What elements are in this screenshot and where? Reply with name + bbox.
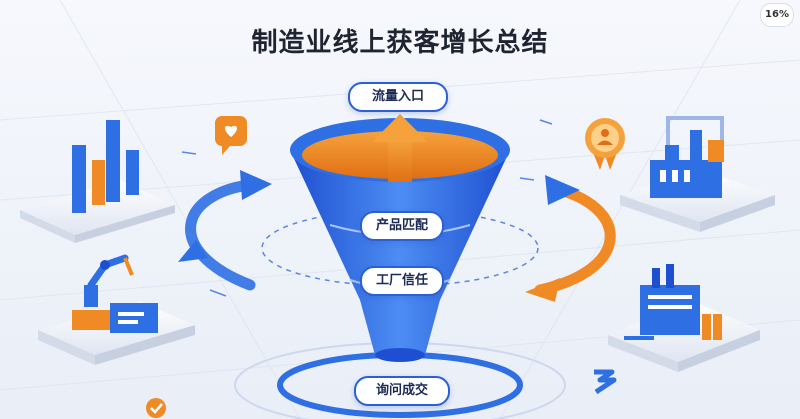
left-cycle-arrow xyxy=(185,178,264,291)
heart-icon xyxy=(215,116,247,155)
page-title: 制造业线上获客增长总结 xyxy=(251,28,549,58)
product-match-label: 产品匹配 xyxy=(360,211,444,241)
traffic-up-arrow xyxy=(372,114,428,182)
award-medal-icon xyxy=(585,118,625,170)
warehouse-icon xyxy=(608,264,760,372)
robot-arm-icon xyxy=(38,254,195,365)
right-cycle-arrow xyxy=(534,184,616,296)
progress-badge: 16% xyxy=(760,3,794,27)
factory-icon xyxy=(620,116,775,232)
check-icon xyxy=(146,398,166,418)
factory-trust-label: 工厂信任 xyxy=(360,266,444,296)
refresh-arrow-icon xyxy=(594,369,617,395)
bar-chart-icon xyxy=(20,120,175,243)
inquiry-deal-label: 询问成交 xyxy=(354,376,450,406)
traffic-entry-label: 流量入口 xyxy=(348,82,448,112)
